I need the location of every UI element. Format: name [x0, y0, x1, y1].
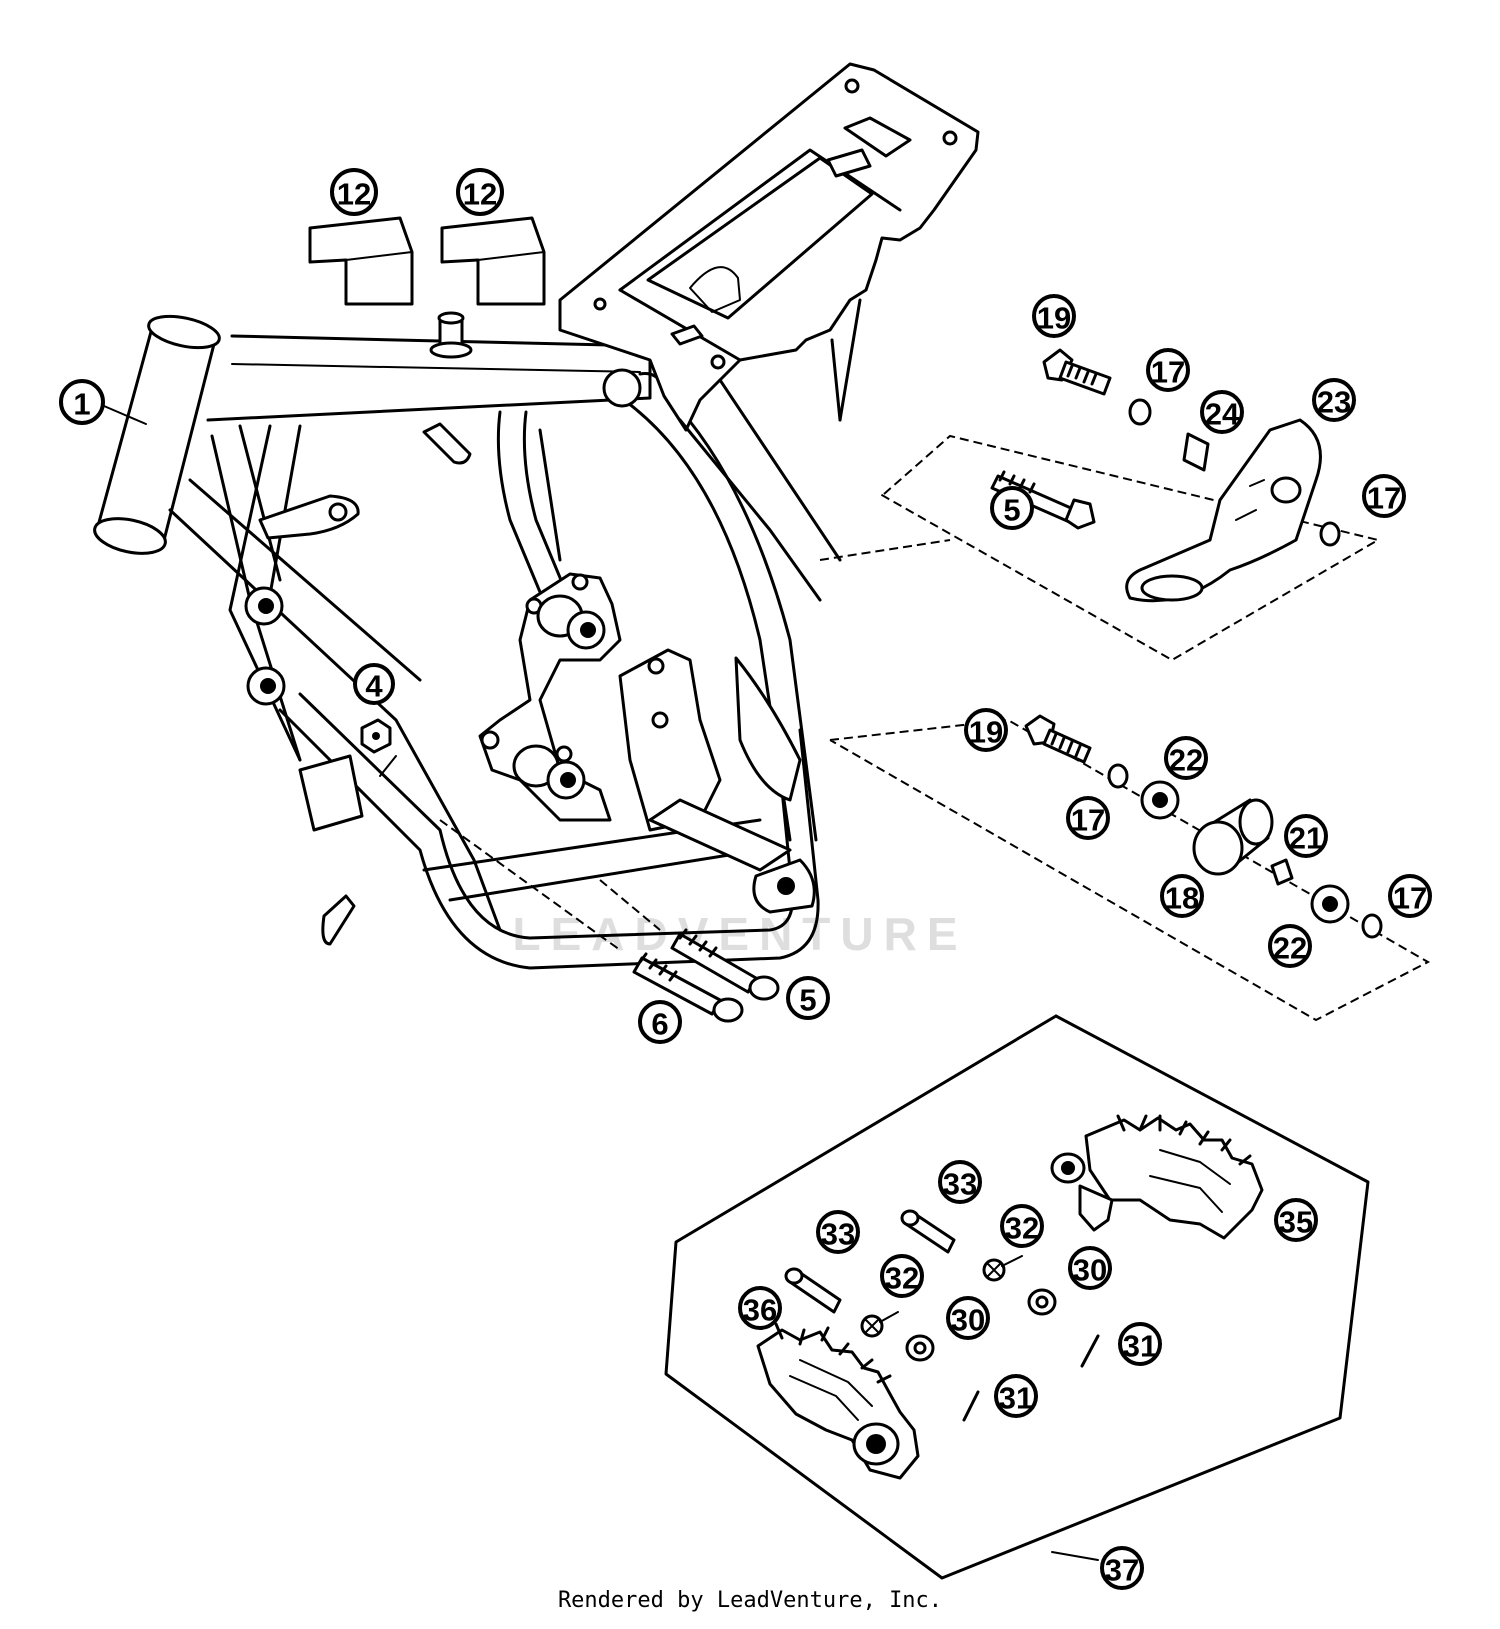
svg-text:17: 17: [1367, 481, 1401, 516]
svg-text:30: 30: [1073, 1253, 1107, 1288]
frame-protector-drawing: [308, 216, 546, 306]
svg-text:19: 19: [969, 715, 1003, 750]
svg-text:6: 6: [651, 1007, 668, 1042]
callout-12-right: 12: [456, 168, 504, 216]
callout-22-bottom: 22: [1268, 924, 1312, 968]
callout-22-top: 22: [1164, 736, 1208, 780]
svg-text:31: 31: [1123, 1329, 1157, 1364]
callout-17-pedal: 17: [1362, 474, 1406, 518]
svg-text:32: 32: [885, 1261, 919, 1296]
callout-33-right: 33: [938, 1160, 982, 1204]
callout-24: 24: [1200, 390, 1244, 434]
callout-36: 36: [738, 1286, 782, 1330]
svg-text:1: 1: [73, 387, 90, 422]
callout-17-roller-left: 17: [1066, 796, 1110, 840]
callout-17-roller-right: 17: [1388, 874, 1432, 918]
svg-text:35: 35: [1279, 1205, 1313, 1240]
callout-30-left: 30: [946, 1296, 990, 1340]
svg-text:37: 37: [1105, 1553, 1139, 1588]
callout-5-upper: 5: [990, 486, 1034, 530]
svg-text:5: 5: [799, 983, 816, 1018]
callout-17-top: 17: [1146, 348, 1190, 392]
svg-text:24: 24: [1205, 397, 1240, 432]
frame-drawing: [93, 62, 980, 970]
footpeg-set-drawing: [664, 1014, 1370, 1580]
callout-32-left: 32: [880, 1254, 924, 1298]
callout-23: 23: [1312, 378, 1356, 422]
lower-bolts-drawing: [439, 819, 780, 1023]
callout-30-right: 30: [1068, 1246, 1112, 1290]
callout-33-left: 33: [816, 1210, 860, 1254]
svg-text:36: 36: [743, 1293, 777, 1328]
callout-6: 6: [638, 1000, 682, 1044]
svg-text:12: 12: [337, 177, 371, 212]
callout-18: 18: [1160, 874, 1204, 918]
svg-text:33: 33: [943, 1167, 977, 1202]
svg-text:31: 31: [999, 1381, 1033, 1416]
svg-text:30: 30: [951, 1303, 985, 1338]
svg-text:17: 17: [1071, 803, 1105, 838]
callout-12-left: 12: [330, 168, 378, 216]
svg-text:12: 12: [463, 177, 497, 212]
footer-credit: Rendered by LeadVenture, Inc.: [557, 1588, 943, 1613]
callout-5-lower: 5: [786, 976, 830, 1020]
svg-text:22: 22: [1273, 931, 1307, 966]
callout-19-roller: 19: [964, 708, 1008, 752]
callout-31-left: 31: [994, 1374, 1038, 1418]
callout-19-top: 19: [1032, 294, 1076, 338]
svg-text:18: 18: [1165, 881, 1199, 916]
callout-32-right: 32: [1000, 1204, 1044, 1248]
svg-text:17: 17: [1151, 355, 1185, 390]
svg-text:17: 17: [1393, 881, 1427, 916]
svg-text:19: 19: [1037, 301, 1071, 336]
svg-text:5: 5: [1003, 493, 1020, 528]
callout-37: 37: [1100, 1546, 1144, 1590]
brake-pedal-drawing: [819, 348, 1381, 662]
svg-text:22: 22: [1169, 743, 1203, 778]
svg-text:33: 33: [821, 1217, 855, 1252]
svg-text:21: 21: [1289, 821, 1323, 856]
svg-text:23: 23: [1317, 385, 1351, 420]
callout-1: 1: [59, 379, 105, 425]
callout-4: 4: [353, 663, 395, 705]
callout-35: 35: [1274, 1198, 1318, 1242]
roller-drawing: [829, 714, 1431, 1022]
nut-drawing: [360, 718, 397, 777]
callout-21: 21: [1284, 814, 1328, 858]
callout-31-right: 31: [1118, 1322, 1162, 1366]
svg-text:32: 32: [1005, 1211, 1039, 1246]
watermark-text: LEADVENTURE: [512, 908, 967, 960]
svg-text:4: 4: [365, 669, 383, 704]
